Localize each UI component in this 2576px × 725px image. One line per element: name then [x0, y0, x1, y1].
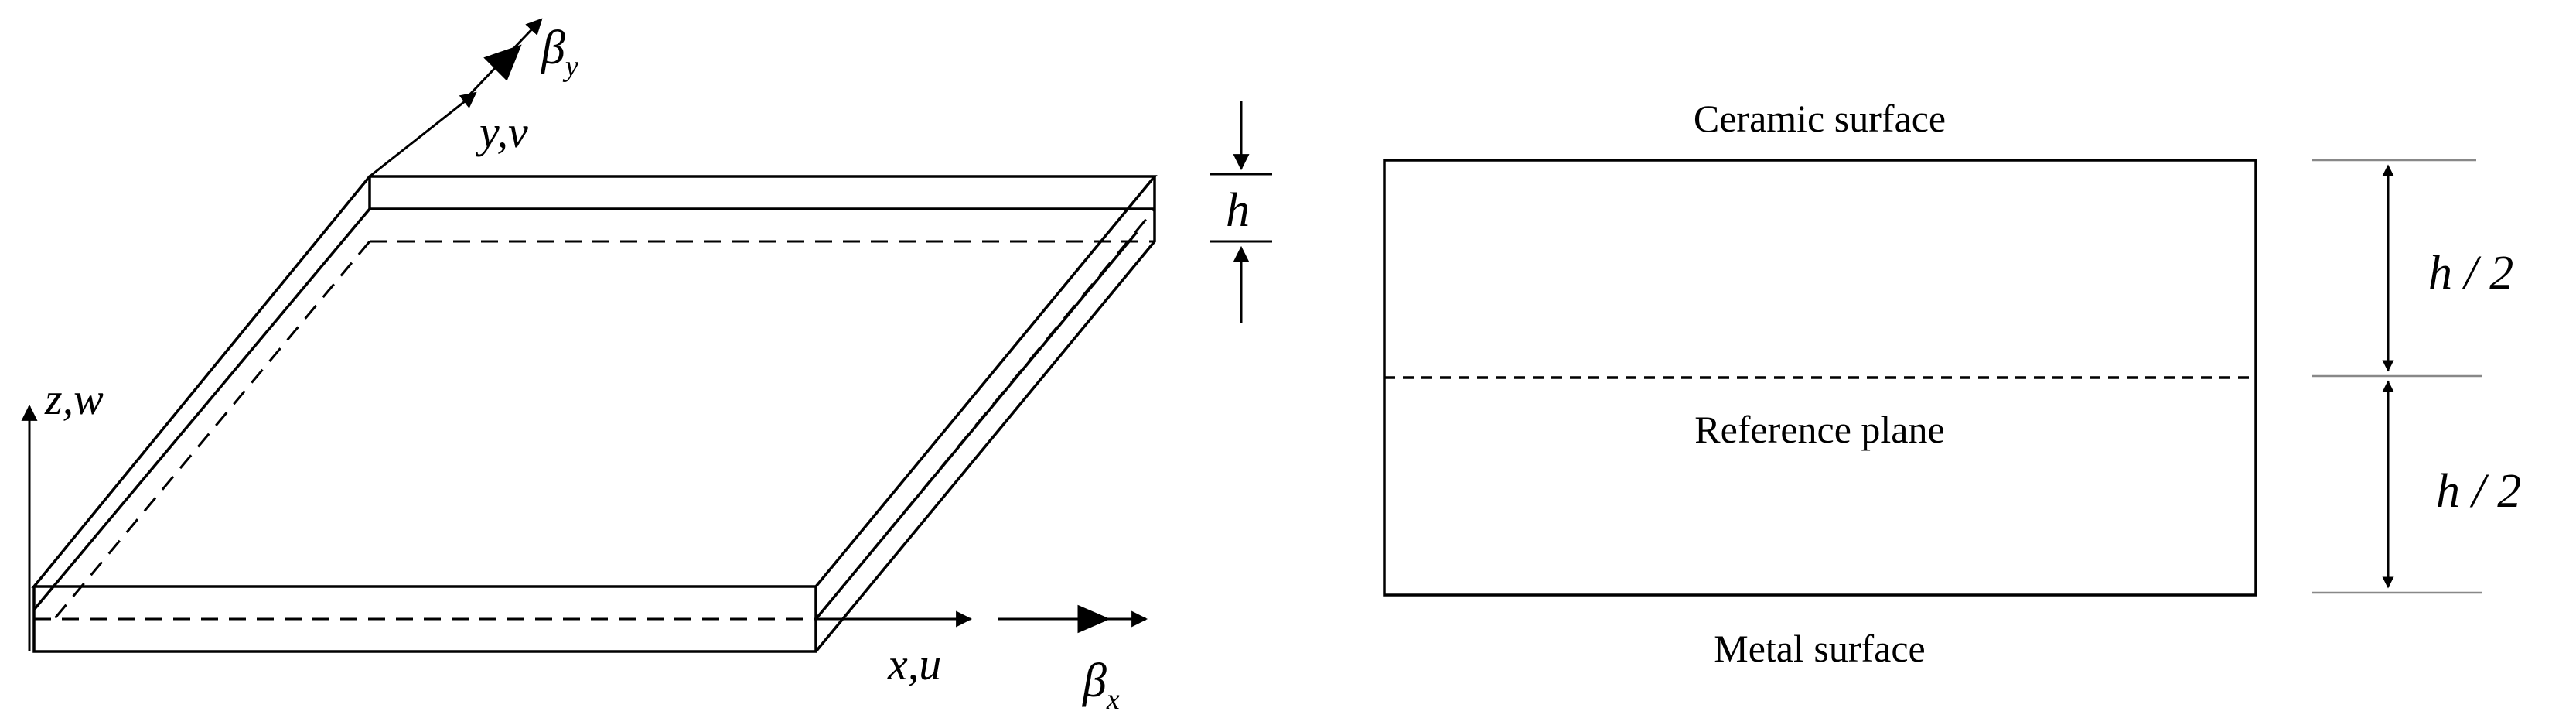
plate-diagram [31, 175, 1158, 653]
ceramic-surface-label: Ceramic surface [1694, 97, 1946, 140]
beta-y-label: βy [541, 22, 578, 83]
section-diagram [1383, 159, 2482, 597]
plate-right-corner-edge [814, 231, 1138, 621]
upper-half-thickness-label: h / 2 [2428, 247, 2513, 299]
axes [21, 18, 1148, 651]
y-axis-label: y,v [476, 107, 528, 157]
z-axis-label: z,w [44, 374, 104, 424]
lower-half-thickness-label: h / 2 [2436, 465, 2521, 518]
reference-plane-label: Reference plane [1694, 408, 1944, 451]
section-dimension-guides [2312, 159, 2482, 594]
beta-x-arrowhead-2 [1077, 604, 1111, 634]
thickness-label: h [1226, 184, 1250, 237]
plate-back-left-edge [32, 207, 371, 611]
plate-top-face [31, 175, 1158, 588]
beta-y-arrowhead-2 [483, 44, 522, 81]
plate-midplane-lines [34, 208, 1156, 624]
x-axis-label: x,u [887, 639, 941, 689]
beta-x-label: βx [1082, 655, 1120, 716]
metal-surface-label: Metal surface [1714, 627, 1925, 670]
thickness-dimension [1210, 101, 1272, 323]
y-axis-arrow [369, 91, 477, 178]
